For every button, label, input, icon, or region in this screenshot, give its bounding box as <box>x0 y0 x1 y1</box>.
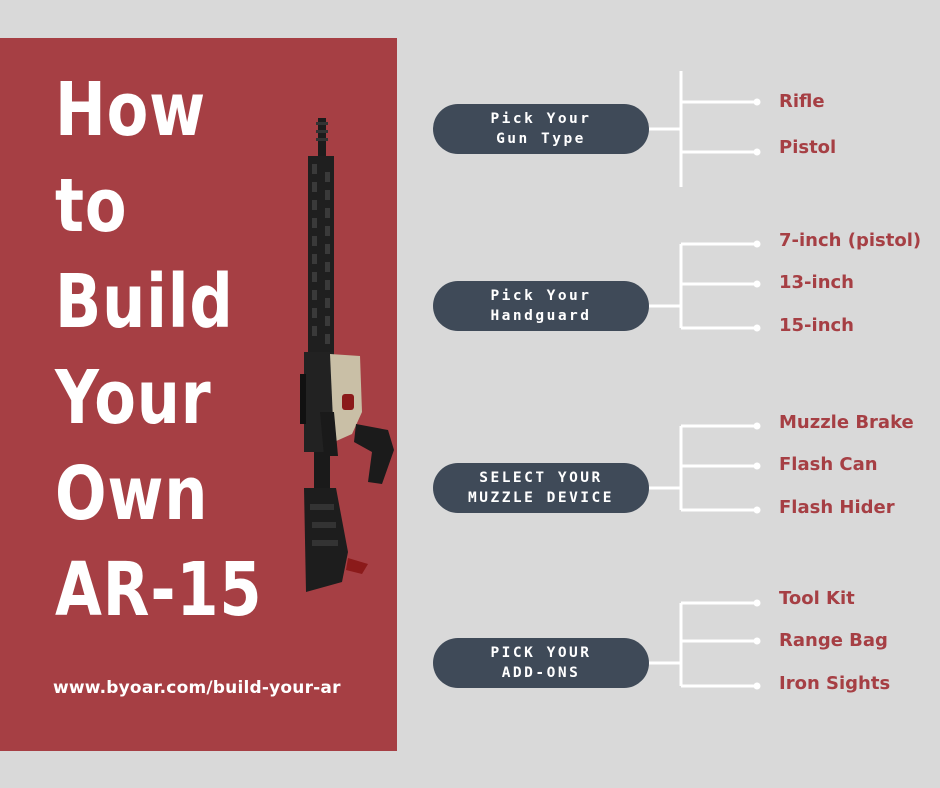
title-line: Own <box>55 451 209 537</box>
step-muzzle-device: SELECT YOUR MUZZLE DEVICE <box>433 463 649 513</box>
step-label-line: SELECT YOUR <box>479 470 603 486</box>
title-line: Build <box>55 259 234 345</box>
option-range-bag: Range Bag <box>779 630 888 651</box>
option-flash-hider: Flash Hider <box>779 497 895 518</box>
step-label-line: MUZZLE DEVICE <box>468 490 614 506</box>
step-label-line: PICK YOUR <box>490 645 592 661</box>
page-title: How to Build Your Own AR-15 <box>55 62 263 638</box>
step-add-ons: PICK YOUR ADD-ONS <box>433 638 649 688</box>
step-gun-type: Pick Your Gun Type <box>433 104 649 154</box>
option-7-inch: 7-inch (pistol) <box>779 230 922 251</box>
title-line: AR-15 <box>55 547 263 633</box>
option-13-inch: 13-inch <box>779 272 854 293</box>
option-connectors <box>649 71 761 690</box>
option-15-inch: 15-inch <box>779 315 854 336</box>
title-line: to <box>55 163 128 249</box>
option-iron-sights: Iron Sights <box>779 673 891 694</box>
step-label-line: Gun Type <box>496 131 586 147</box>
option-pistol: Pistol <box>779 137 837 158</box>
step-label-line: Handguard <box>490 308 592 324</box>
step-handguard: Pick Your Handguard <box>433 281 649 331</box>
title-line: How <box>55 67 206 153</box>
step-label-line: ADD-ONS <box>501 665 581 681</box>
website-url: www.byoar.com/build-your-ar <box>53 678 341 698</box>
option-muzzle-brake: Muzzle Brake <box>779 412 914 433</box>
option-rifle: Rifle <box>779 91 825 112</box>
title-line: Your <box>55 355 212 441</box>
option-flash-can: Flash Can <box>779 454 878 475</box>
option-tool-kit: Tool Kit <box>779 588 855 609</box>
step-label-line: Pick Your <box>490 111 592 127</box>
step-label-line: Pick Your <box>490 288 592 304</box>
ar-15-rifle-image <box>300 118 394 592</box>
